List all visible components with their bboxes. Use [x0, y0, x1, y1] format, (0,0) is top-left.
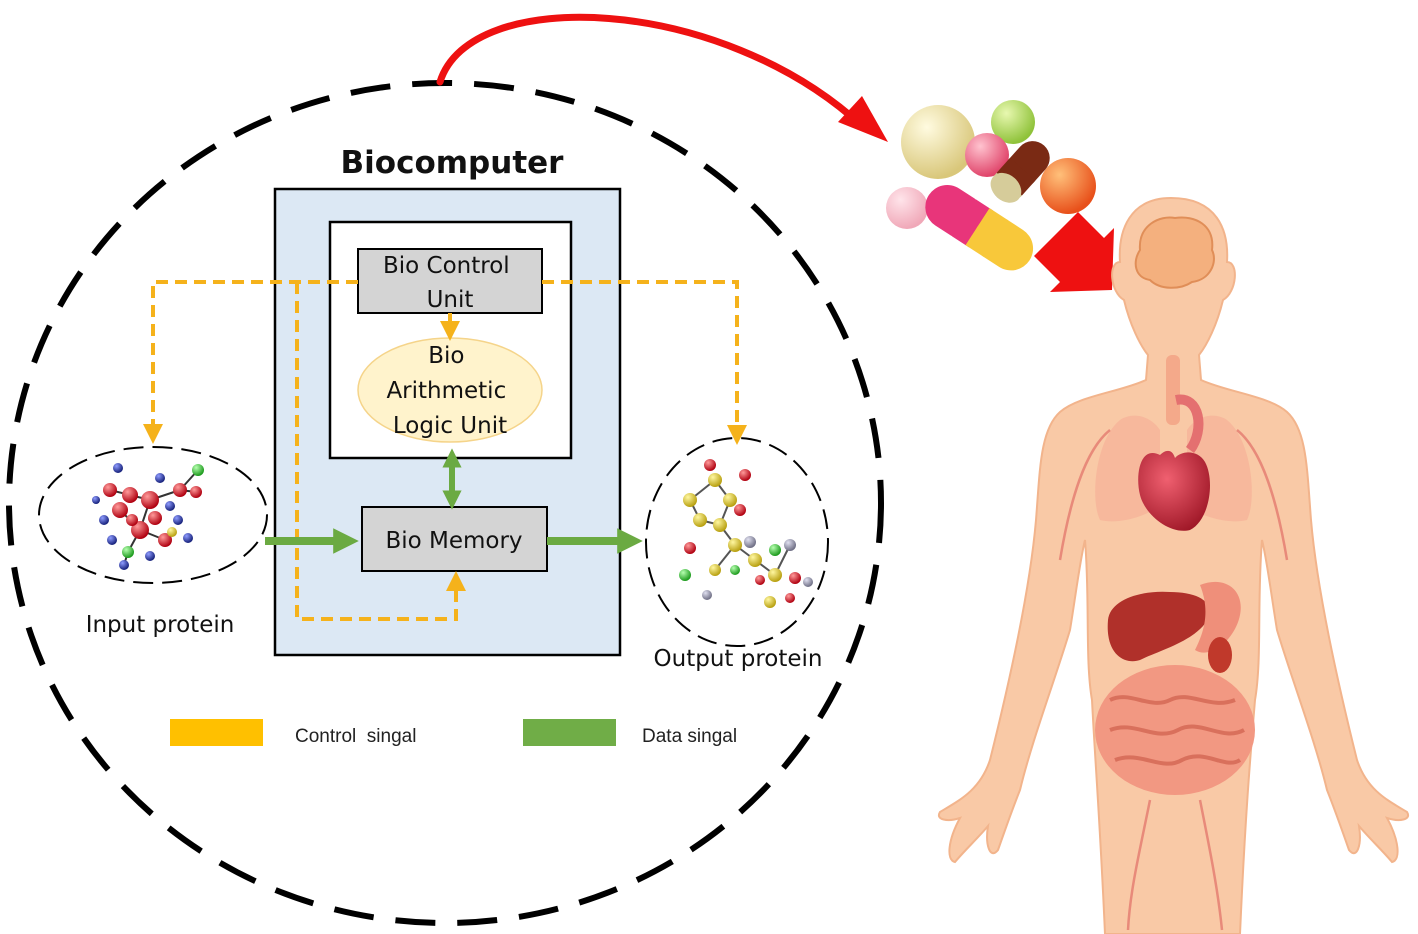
legend-control-swatch: [170, 719, 263, 746]
memory-label: Bio Memory: [385, 528, 522, 554]
output-protein-label: Output protein: [654, 646, 823, 672]
alu-label: Bio Arithmetic Logic Unit: [386, 343, 513, 439]
body-arrow: [1034, 212, 1114, 292]
legend-data-swatch: [523, 719, 616, 746]
heart-icon: [1138, 450, 1210, 531]
liver-icon: [1107, 591, 1211, 662]
input-protein-label: Input protein: [86, 612, 235, 638]
human-body-icon: [937, 196, 1410, 934]
control-unit-label: Bio Control Unit: [383, 253, 517, 313]
diagram-title: Biocomputer: [341, 145, 565, 181]
legend-control-label: Control singal: [295, 726, 416, 747]
output-protein-atoms: [679, 459, 813, 608]
data-signal-arrows: [265, 448, 643, 554]
delivery-arrow: [436, 13, 888, 142]
output-protein-molecule: [689, 479, 791, 576]
memory-box: [361, 506, 548, 572]
brain-icon: [1134, 216, 1215, 289]
input-protein-ring: [38, 446, 268, 584]
output-protein-ring: [645, 437, 829, 647]
input-protein-atoms: [92, 463, 204, 570]
control-signal-lines: [143, 280, 747, 621]
pills-icon: [886, 100, 1096, 271]
legend-data-label: Data singal: [642, 726, 737, 747]
dashed-circle: [6, 80, 884, 926]
legend: Control singal Data singal: [170, 719, 737, 747]
